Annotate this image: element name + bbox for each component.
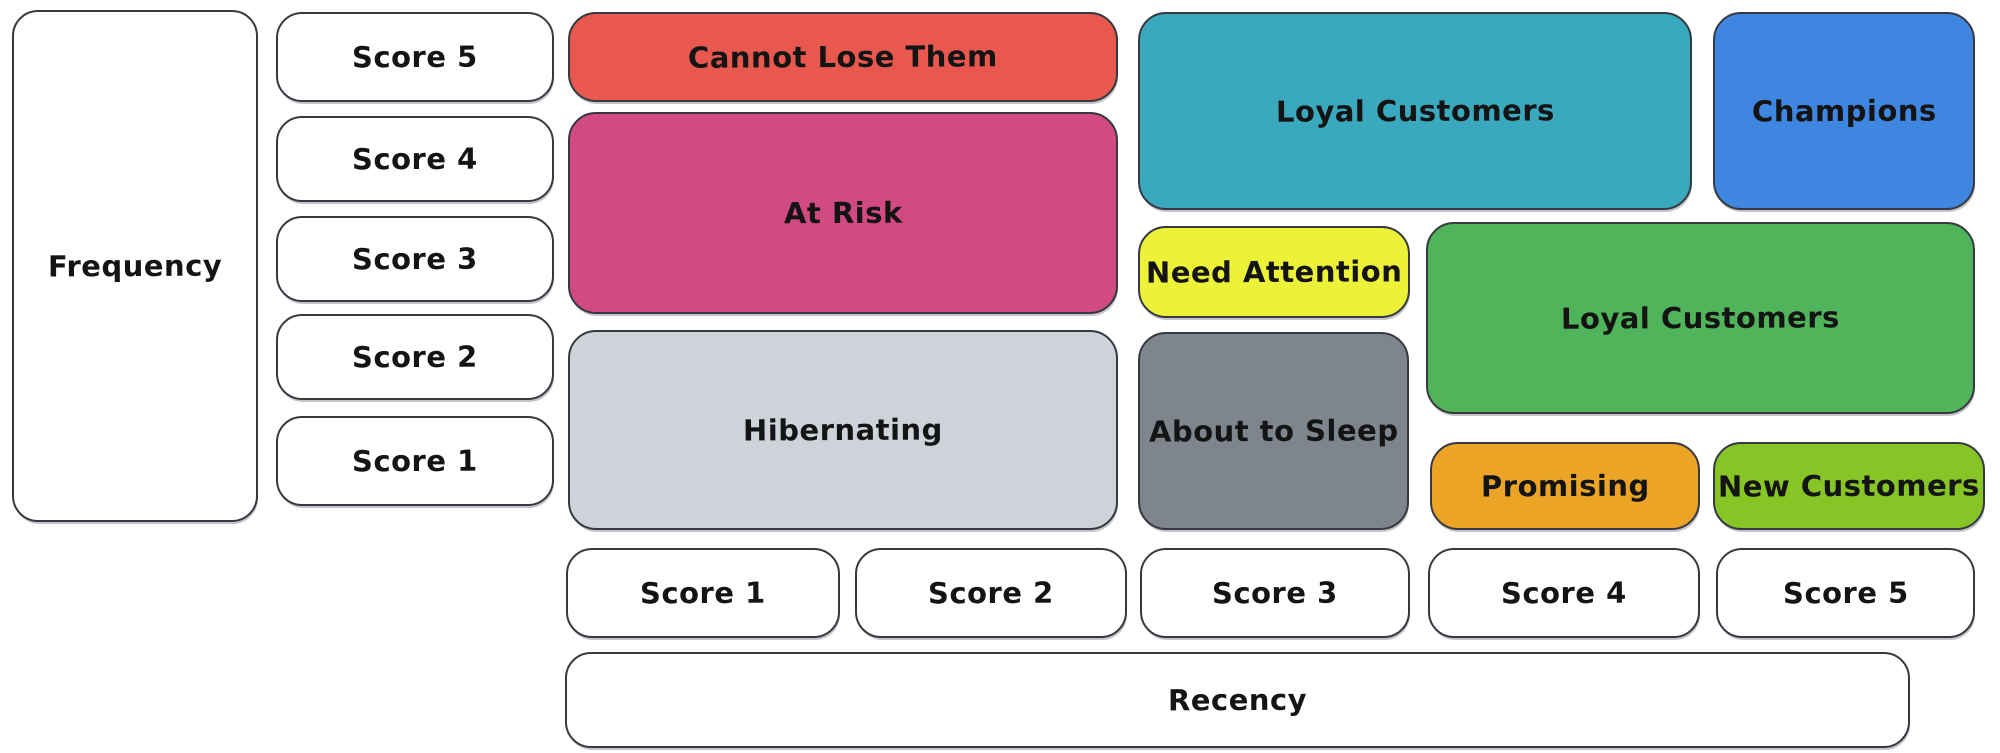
y-axis-label: Frequency [47, 248, 223, 284]
frequency-score-label: Score 5 [352, 39, 478, 75]
frequency-score-label: Score 4 [352, 141, 478, 177]
segment-loyal-customers-top: Loyal Customers [1138, 12, 1692, 210]
frequency-score-1-box: Score 1 [276, 416, 554, 506]
frequency-score-label: Score 3 [352, 241, 478, 277]
frequency-score-2-box: Score 2 [276, 314, 554, 400]
recency-score-3-box: Score 3 [1140, 548, 1410, 638]
x-axis-recency-box: Recency [565, 652, 1910, 748]
frequency-score-4-box: Score 4 [276, 116, 554, 202]
recency-score-5-box: Score 5 [1716, 548, 1975, 638]
y-axis-frequency-box: Frequency [12, 10, 258, 522]
recency-score-label: Score 5 [1782, 575, 1909, 611]
frequency-score-label: Score 2 [352, 339, 478, 375]
segment-loyal-customers-right: Loyal Customers [1426, 222, 1975, 414]
segment-label: Champions [1751, 93, 1937, 129]
segment-label: Hibernating [742, 412, 944, 448]
recency-score-label: Score 1 [640, 575, 766, 611]
recency-score-label: Score 4 [1501, 575, 1627, 611]
segment-need-attention: Need Attention [1138, 226, 1410, 318]
segment-label: At Risk [783, 195, 903, 231]
segment-promising: Promising [1430, 442, 1700, 530]
segment-about-to-sleep: About to Sleep [1138, 332, 1409, 530]
recency-score-label: Score 2 [928, 575, 1054, 611]
segment-champions: Champions [1713, 12, 1975, 210]
segment-new-customers: New Customers [1713, 442, 1985, 530]
segment-label: Promising [1480, 468, 1650, 504]
segment-label: New Customers [1718, 468, 1980, 504]
recency-score-1-box: Score 1 [566, 548, 840, 638]
recency-score-2-box: Score 2 [855, 548, 1127, 638]
segment-label: Need Attention [1145, 254, 1403, 290]
segment-label: Loyal Customers [1560, 300, 1841, 336]
frequency-score-5-box: Score 5 [276, 12, 554, 102]
segment-hibernating: Hibernating [568, 330, 1118, 530]
x-axis-label: Recency [1167, 682, 1308, 718]
frequency-score-label: Score 1 [352, 443, 478, 479]
frequency-score-3-box: Score 3 [276, 216, 554, 302]
recency-score-4-box: Score 4 [1428, 548, 1700, 638]
segment-label: About to Sleep [1148, 413, 1399, 449]
segment-at-risk: At Risk [568, 112, 1118, 314]
segment-cannot-lose-them: Cannot Lose Them [568, 12, 1118, 102]
segment-label: Cannot Lose Them [688, 39, 998, 75]
segment-label: Loyal Customers [1275, 93, 1555, 129]
recency-score-label: Score 3 [1212, 575, 1338, 611]
